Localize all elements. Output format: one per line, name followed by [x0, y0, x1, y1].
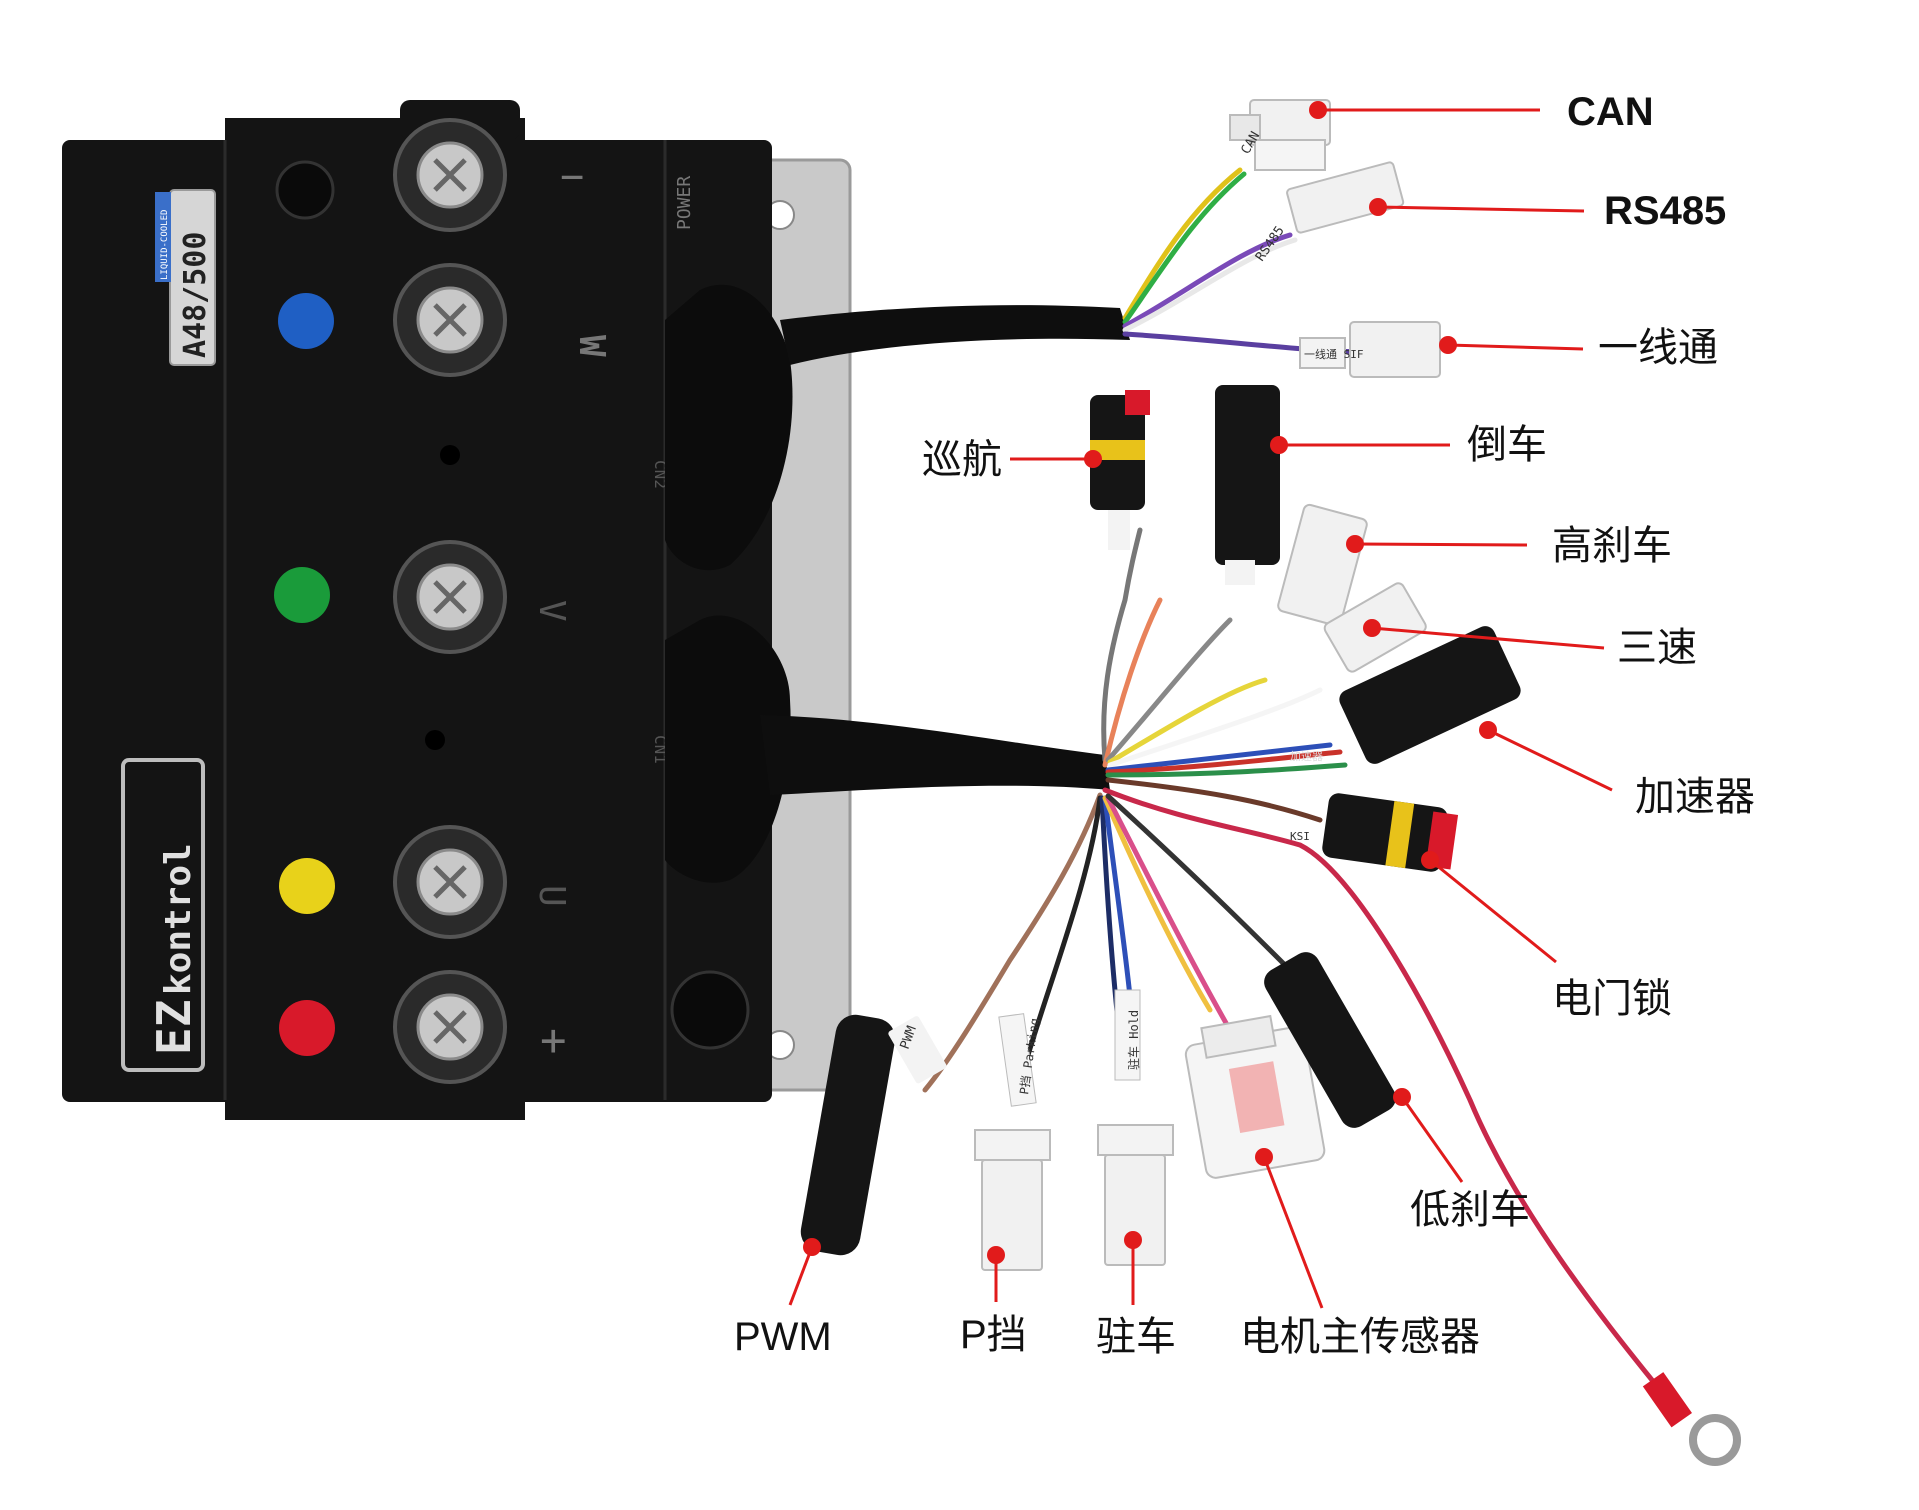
terminal-plus: + — [540, 1015, 567, 1066]
phase-plus-dot — [279, 1000, 335, 1056]
one-wire-tag: 一线通 SIF — [1304, 347, 1364, 361]
one-wire-connector: 一线通 SIF — [1299, 321, 1441, 378]
label-cruise: 巡航 — [922, 437, 1002, 483]
callout-leaders — [788, 108, 1613, 1309]
cruise-connector — [1090, 390, 1150, 550]
lower-harness-sheath — [760, 715, 1110, 795]
label-rs485: RS485 — [1604, 189, 1727, 233]
low-brake-connector — [1264, 952, 1396, 1128]
label-low-brake: 低刹车 — [1410, 1187, 1530, 1233]
throttle-tag: 加速器 — [1290, 750, 1323, 763]
model-plate: A48/500 LIQUID-COOLED — [155, 189, 216, 366]
label-reverse: 倒车 — [1467, 422, 1547, 468]
high-brake-connector — [1277, 503, 1368, 627]
label-can: CAN — [1567, 90, 1654, 134]
motor-sensor-connector — [1184, 1014, 1326, 1179]
label-throttle: 加速器 — [1635, 774, 1755, 820]
label-one-wire: 一线通 — [1598, 325, 1718, 371]
e-lock-tag: KSI — [1290, 830, 1310, 843]
brand-prefix: EZ — [147, 1000, 201, 1055]
phase-w-dot — [278, 293, 334, 349]
can-connector: CAN — [1229, 99, 1331, 171]
model-text: A48/500 — [178, 232, 213, 358]
phase-u-dot — [279, 858, 335, 914]
label-pwm: PWM — [734, 1315, 832, 1359]
p-gear-connector: P挡 Parking — [974, 1013, 1051, 1271]
upper-cable-boot — [665, 284, 793, 571]
label-p-gear: P挡 — [960, 1313, 1027, 1357]
power-text: POWER — [674, 176, 695, 230]
label-e-lock: 电门锁 — [1552, 976, 1672, 1022]
model-subtext: LIQUID-COOLED — [160, 210, 170, 280]
pwm-connector: PWM — [800, 1014, 947, 1256]
terminal-u: U — [531, 885, 572, 907]
park-tag: 驻车 Hold — [1126, 1010, 1141, 1070]
upper-harness-sheath — [780, 305, 1130, 365]
label-parking: 驻车 — [1096, 1314, 1176, 1360]
lower-cable-boot — [665, 615, 791, 883]
label-three-speed: 三速 — [1617, 625, 1697, 671]
label-motor-sensor: 电机主传感器 — [1240, 1314, 1480, 1360]
brand-plate: EZ kontrol — [121, 758, 205, 1072]
throttle-connector: 加速器 — [1290, 626, 1521, 764]
phase-v-dot — [274, 567, 330, 623]
terminal-v: V — [531, 600, 572, 622]
terminal-w: W — [571, 335, 612, 357]
reverse-connector — [1215, 385, 1280, 585]
park-connector: 驻车 Hold — [1097, 989, 1174, 1266]
terminal-minus: − — [560, 154, 584, 200]
label-high-brake: 高刹车 — [1552, 523, 1672, 569]
ring-terminal — [1642, 1372, 1741, 1466]
brand-name: kontrol — [158, 843, 199, 995]
callout-dots — [803, 101, 1497, 1264]
